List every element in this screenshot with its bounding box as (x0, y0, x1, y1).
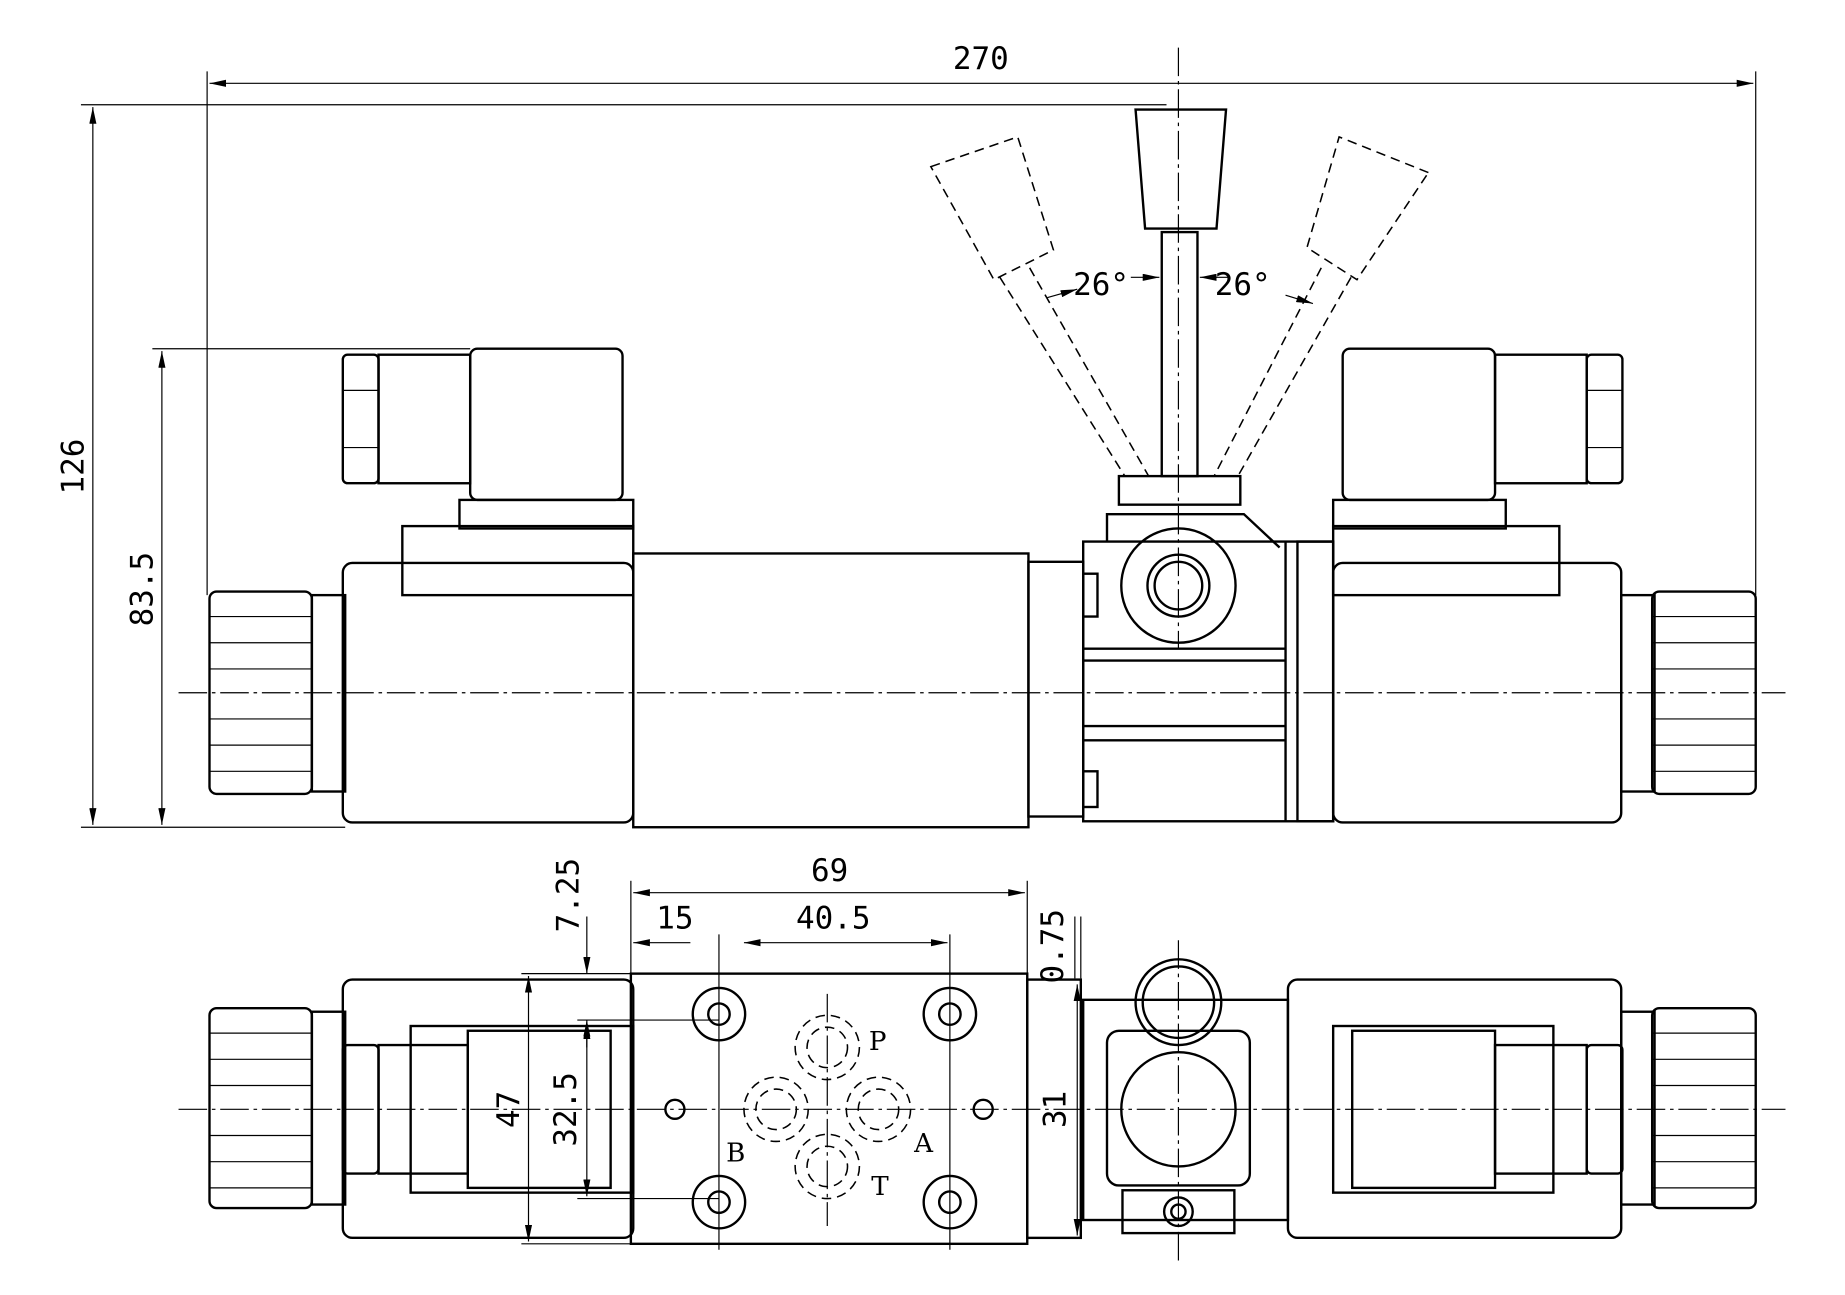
front-view: 270 126 83.5 (55, 41, 1786, 829)
dim-overall-length: 270 (953, 41, 1009, 77)
dim-body-height: 83.5 (124, 552, 160, 627)
dim-angle-right: 26° (1215, 267, 1271, 303)
dim-overall-height: 126 (55, 439, 91, 495)
dim-port-offset: 15 (656, 900, 693, 936)
port-p-label: P (869, 1027, 887, 1057)
port-a-label: A (913, 1129, 934, 1159)
port-b-label: B (726, 1139, 745, 1169)
plan-view: 69 15 40.5 7.25 0.75 47 32.5 31 (178, 853, 1786, 1262)
mounting-bolts (664, 986, 994, 1230)
dim-angle-left: 26° (1073, 267, 1129, 303)
dim-port-spacing: 40.5 (796, 900, 871, 936)
dim-top-offset: 7.25 (550, 858, 586, 933)
dim-side-offset: 0.75 (1035, 909, 1071, 984)
port-t-label: T (871, 1172, 889, 1202)
dim-interface-width: 69 (811, 853, 848, 889)
